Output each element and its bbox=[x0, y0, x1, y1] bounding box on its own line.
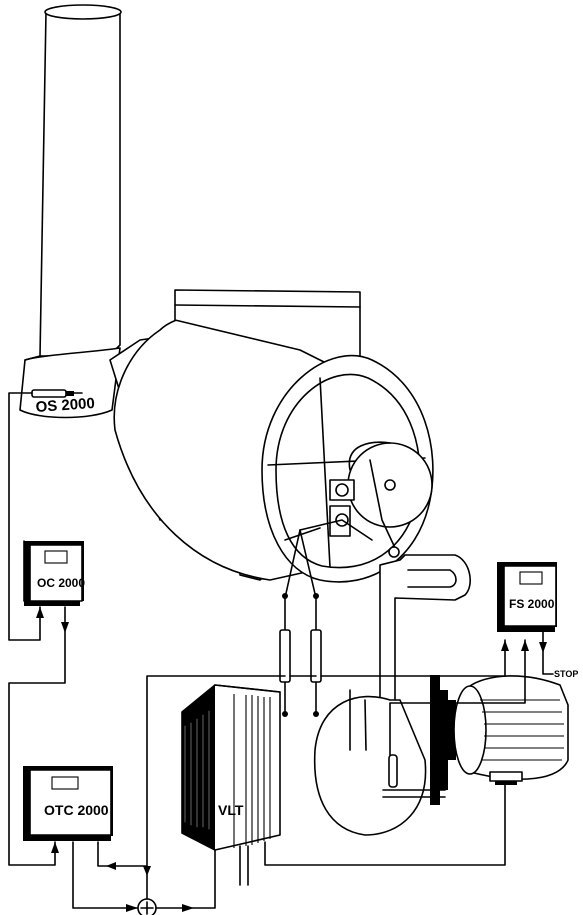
damper-linkage bbox=[284, 459, 400, 599]
burner-housing bbox=[347, 441, 433, 528]
oxygen-trim-controller-box bbox=[23, 766, 113, 841]
flow-switch-label: FS 2000 bbox=[509, 597, 555, 611]
stop-label: STOP bbox=[554, 669, 578, 679]
oxygen-trim-controller-label: OTC 2000 bbox=[44, 802, 109, 818]
chimney bbox=[19, 4, 122, 419]
vlt-drive-label: VLT bbox=[218, 802, 244, 818]
actuator-right bbox=[310, 593, 322, 717]
actuator-left bbox=[279, 593, 291, 717]
signal-wiring bbox=[8, 392, 554, 915]
flow-switch-box bbox=[497, 562, 557, 632]
electric-motor bbox=[453, 675, 569, 785]
blower-fan bbox=[313, 689, 446, 836]
vlt-drive-box bbox=[181, 684, 281, 851]
oxygen-sensor-label: OS 2000 bbox=[35, 395, 95, 416]
oxygen-controller-box bbox=[23, 540, 84, 606]
oxygen-controller-label: OC 2000 bbox=[37, 576, 85, 590]
boiler-shell bbox=[109, 289, 434, 583]
